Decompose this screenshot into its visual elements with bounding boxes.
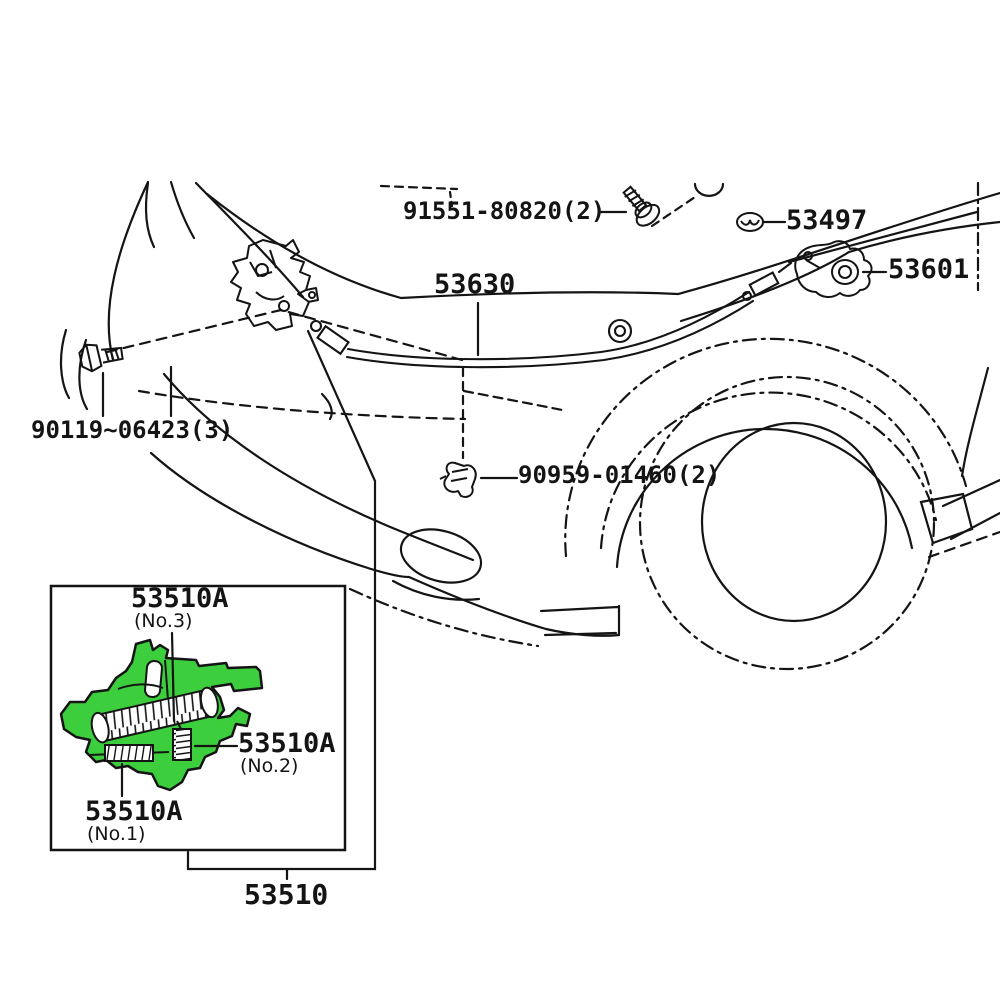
hood-latch-drawing	[230, 239, 319, 331]
grommet-icon	[736, 212, 764, 232]
spring-no1-icon	[88, 744, 170, 762]
part-label-spring-no1: 53510A	[85, 796, 183, 827]
part-label-clip: 90959-01460(2)	[518, 461, 721, 489]
leader-lines	[101, 210, 888, 881]
cable-grommet-ring	[607, 318, 633, 344]
part-label-release-cable: 53630	[434, 269, 516, 300]
hood-lock-assembly-highlight	[59, 638, 264, 792]
part-label-bolt-hood: 91551-80820(2)	[403, 197, 606, 225]
part-label-grommet: 53497	[786, 205, 868, 236]
release-cable-drawing	[309, 261, 793, 369]
part-label-bolt-lock: 90119~06423(3)	[31, 416, 234, 444]
part-note-spring-no2: (No.2)	[240, 755, 299, 777]
spring-no2-icon	[172, 720, 192, 761]
wheel-and-arch	[564, 181, 1000, 671]
wheel-rim-outline	[700, 421, 888, 623]
part-label-lock-assembly: 53510	[244, 878, 329, 911]
spring-no3-icon	[90, 686, 219, 744]
part-label-spring-no3: 53510A	[131, 583, 229, 614]
part-label-release-lever: 53601	[888, 254, 970, 285]
fog-lamp-outline	[399, 528, 483, 584]
part-note-spring-no3: (No.3)	[134, 610, 193, 632]
part-label-spring-no2: 53510A	[238, 728, 336, 759]
tire-outline	[638, 375, 936, 671]
inset-box	[49, 584, 347, 852]
part-note-spring-no1: (No.1)	[87, 823, 146, 845]
car-body-outline	[59, 180, 1000, 671]
bolt-icon-hood	[622, 185, 661, 227]
clip-icon	[439, 461, 477, 498]
release-lever-icon	[794, 240, 873, 298]
bolt-icon-lock	[78, 343, 124, 373]
hood-outline	[107, 180, 403, 362]
